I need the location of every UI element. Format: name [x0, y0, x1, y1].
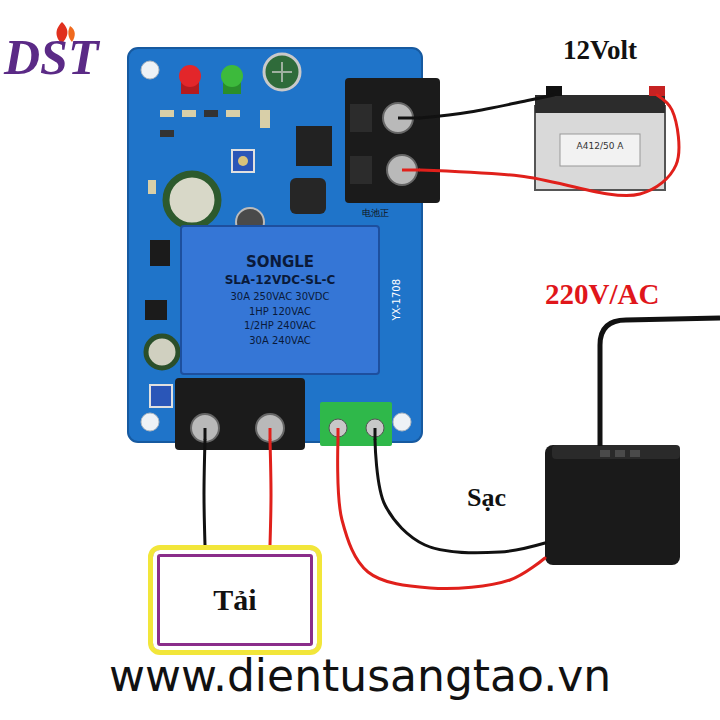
- charger-body: [615, 450, 625, 457]
- charger-body: [545, 445, 680, 565]
- capacitor: [166, 174, 218, 226]
- voltage-heading: 12Volt: [535, 35, 665, 66]
- charge-terminal: [320, 402, 392, 446]
- charge-terminal: [320, 402, 392, 446]
- relay: SONGLE SLA-12VDC-SL-C 30A 250VAC 30VDC 1HP …: [180, 225, 380, 375]
- load-terminal: [191, 414, 219, 442]
- power-cord: [600, 318, 720, 446]
- wire: [420, 95, 679, 196]
- smd-parts: [148, 110, 270, 194]
- charger-body: [552, 445, 680, 459]
- ic-chip: [150, 240, 170, 266]
- ic-chip: [296, 126, 332, 166]
- charge-terminal: [337, 428, 340, 440]
- led: [179, 65, 201, 87]
- load-box: Tải: [148, 545, 322, 655]
- relay-brand: SONGLE: [246, 254, 314, 271]
- load-terminal: [204, 428, 207, 440]
- logo-watermark: DST: [4, 30, 98, 85]
- pcb-board: [141, 61, 159, 79]
- website-watermark: www.dientusangtao.vn: [109, 652, 611, 700]
- smd-parts: [160, 110, 174, 117]
- capacitor: [146, 336, 178, 368]
- battery-body: [535, 95, 665, 113]
- load-terminal: [256, 414, 284, 442]
- power-cord: [600, 318, 720, 446]
- wire: [338, 440, 545, 589]
- smd-parts: [148, 180, 156, 194]
- battery-terminal: [350, 104, 372, 132]
- battery-model: A412/50 A: [535, 141, 665, 151]
- pcb-board: [141, 413, 159, 431]
- relay-rating: 1/2HP 240VAC: [244, 320, 316, 332]
- smd-parts: [226, 110, 240, 117]
- led: [221, 65, 243, 87]
- load-terminal: [269, 428, 272, 440]
- battery-terminal: [398, 117, 420, 120]
- relay-rating: 30A 250VAC 30VDC: [230, 291, 329, 303]
- charger-body: [600, 450, 610, 457]
- relay-rating: 30A 240VAC: [249, 335, 311, 347]
- relay-model: SLA-12VDC-SL-C: [225, 274, 336, 288]
- wire: [204, 440, 205, 545]
- load-terminal: [175, 378, 305, 450]
- smd-parts: [204, 110, 218, 117]
- model-number: YX-1708: [391, 279, 403, 321]
- battery-body: [535, 106, 665, 190]
- ic-chip: [145, 300, 167, 320]
- wire: [270, 440, 271, 545]
- load-label: Tải: [213, 583, 256, 618]
- battery-terminal: [345, 78, 440, 203]
- battery: 12VoltA412/50 A: [535, 95, 665, 190]
- led: [179, 65, 243, 94]
- charger-body: [630, 450, 640, 457]
- charger-label: Sạc: [467, 483, 506, 513]
- potentiometer: [238, 156, 248, 166]
- smd-parts: [260, 110, 270, 128]
- battery-body: [535, 86, 665, 190]
- voltage-label: 220V/AC: [545, 279, 659, 311]
- capacitor: [264, 54, 300, 90]
- pcb-module: YX-1708 电池正 SONGLE SLA-12VDC-SL-C 30A 250VAC…: [130, 50, 420, 440]
- smd-parts: [160, 130, 174, 137]
- smd-parts: [182, 110, 196, 117]
- potentiometer: [232, 150, 254, 172]
- ic-chip: [290, 178, 326, 214]
- battery-terminal: [402, 169, 420, 172]
- charger-body: [545, 445, 680, 565]
- wire: [420, 95, 554, 118]
- relay-rating: 1HP 120VAC: [249, 306, 311, 318]
- terminal-marking: 电池正: [362, 208, 389, 218]
- charge-terminal: [374, 428, 377, 440]
- battery-terminal: [345, 78, 440, 203]
- battery-terminal: [350, 156, 372, 184]
- pcb-board: [393, 413, 411, 431]
- load-terminal: [175, 378, 305, 450]
- charger: Sạc: [545, 445, 680, 565]
- potentiometer: [150, 385, 172, 407]
- capacitor: [272, 62, 292, 82]
- wire: [375, 440, 545, 553]
